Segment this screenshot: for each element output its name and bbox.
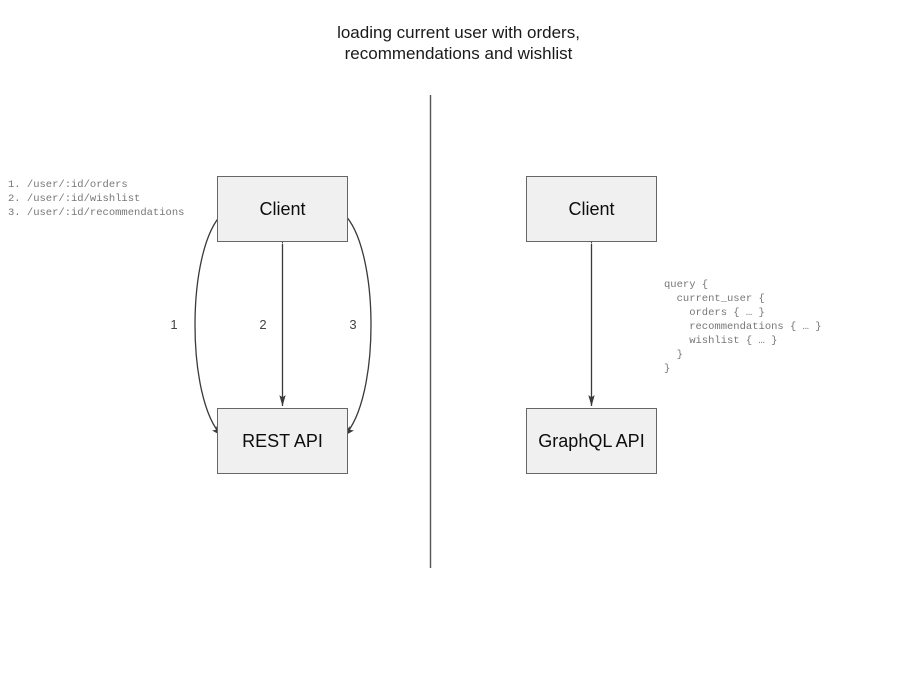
node-client-graphql[interactable]: Client [526, 176, 657, 242]
diagram-title: loading current user with orders, recomm… [337, 23, 580, 63]
rest-endpoints-list: 1. /user/:id/orders 2. /user/:id/wishlis… [8, 179, 185, 219]
arrow-label-1: 1 [170, 317, 178, 332]
graphql-query-block: query { current_user { orders { … } reco… [664, 279, 822, 375]
node-graphql-api[interactable]: GraphQL API [526, 408, 657, 474]
arrow-label-2: 2 [259, 317, 267, 332]
arrow-label-3: 3 [349, 317, 357, 332]
connector-arrow-3 [334, 204, 372, 437]
connector-arrow-1 [194, 204, 232, 437]
node-rest-api[interactable]: REST API [217, 408, 348, 474]
node-client-rest[interactable]: Client [217, 176, 348, 242]
